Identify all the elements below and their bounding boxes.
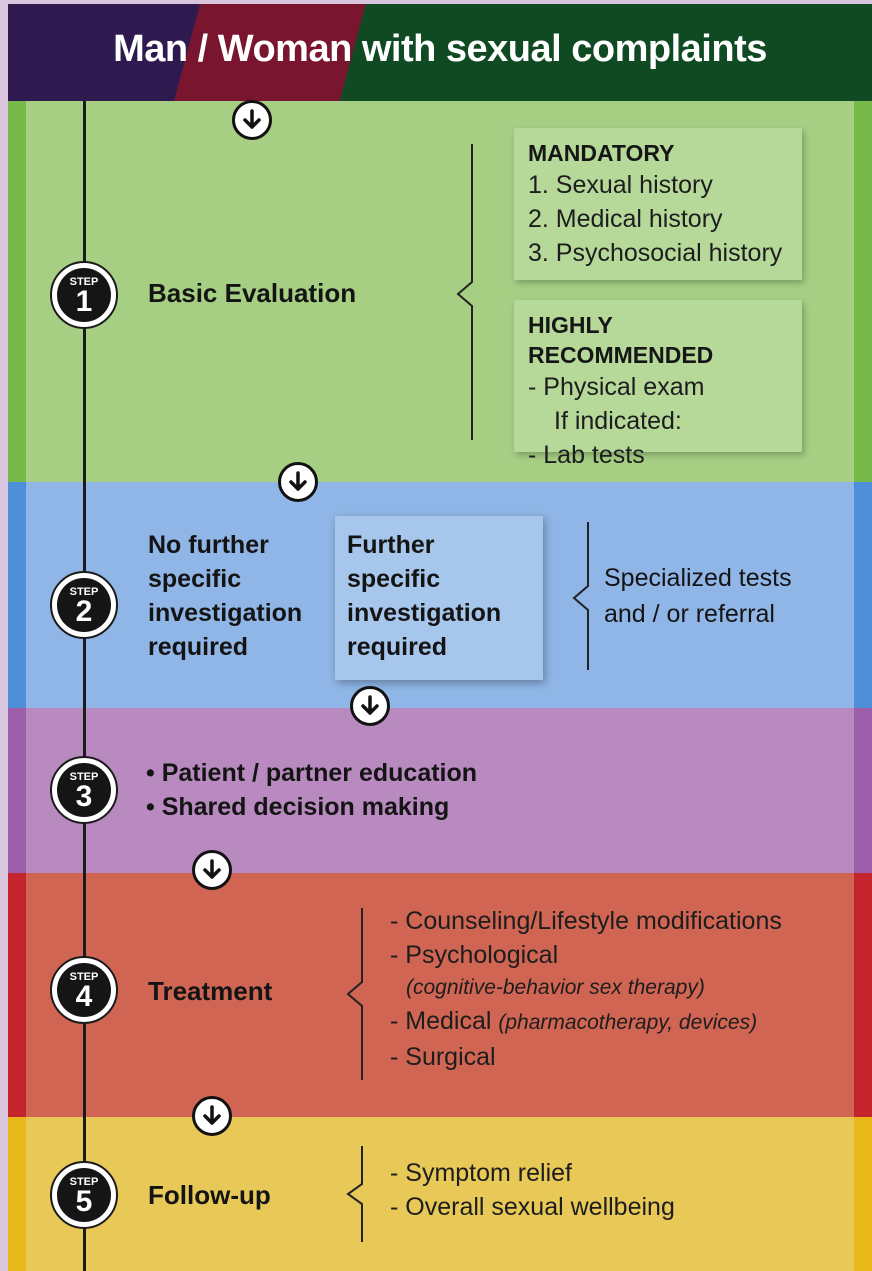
step-label: STEP — [69, 771, 99, 783]
recommended-heading: HIGHLY RECOMMENDED — [528, 312, 714, 368]
recommended-item: - Lab tests — [528, 441, 645, 469]
timeline-line — [83, 101, 86, 1271]
step-4-brace — [346, 908, 363, 1080]
step-5-band — [8, 1117, 872, 1271]
mandatory-heading: MANDATORY — [528, 140, 675, 166]
specialized-tests-text: Specialized tests and / or referral — [604, 564, 792, 628]
recommended-box: HIGHLY RECOMMENDED - Physical exam If in… — [514, 300, 802, 469]
step-number: 3 — [75, 780, 93, 813]
flowchart: Man / Woman with sexual complaints STEP … — [8, 4, 872, 1271]
step-number: 5 — [75, 1185, 93, 1218]
treatment-item: - Surgical — [390, 1043, 496, 1071]
option-further-investigation: Further specific investigation required — [335, 516, 543, 680]
step-3-bullets: • Patient / partner education • Shared d… — [146, 756, 477, 824]
step-label: STEP — [69, 276, 99, 288]
step-label: STEP — [69, 971, 99, 983]
follow-up-list: - Symptom relief - Overall sexual wellbe… — [390, 1156, 675, 1224]
treatment-note: (cognitive-behavior sex therapy) — [406, 976, 705, 999]
treatment-item: - Psychological — [390, 941, 559, 969]
arrow-down-icon — [350, 686, 390, 726]
arrow-down-icon — [232, 100, 272, 140]
arrow-down-icon — [192, 1096, 232, 1136]
step-4-band — [8, 873, 872, 1117]
step-5-brace — [346, 1146, 363, 1242]
step-3-band — [8, 708, 872, 873]
step-number: 4 — [75, 980, 93, 1013]
follow-up-item: - Overall sexual wellbeing — [390, 1193, 675, 1221]
step-1-brace — [456, 144, 473, 440]
step-4-title: Treatment — [148, 976, 273, 1006]
step-label: STEP — [69, 1176, 99, 1188]
arrow-down-icon — [192, 850, 232, 890]
step-label: STEP — [69, 586, 99, 598]
mandatory-item: 3. Psychosocial history — [528, 239, 783, 267]
bullet-item: • Patient / partner education — [146, 759, 478, 787]
follow-up-item: - Symptom relief — [390, 1159, 572, 1187]
step-2-brace — [572, 522, 589, 670]
page-title: Man / Woman with sexual complaints — [113, 28, 767, 70]
arrow-down-icon — [278, 462, 318, 502]
step-number: 1 — [75, 285, 93, 318]
step-5-badge: STEP 5 — [50, 1161, 118, 1229]
step-1-badge: STEP 1 — [50, 261, 118, 329]
step-number: 2 — [75, 595, 93, 628]
header-banner: Man / Woman with sexual complaints — [8, 4, 872, 101]
step-3-badge: STEP 3 — [50, 756, 118, 824]
treatment-item: - Medical (pharmacotherapy, devices) — [390, 1007, 758, 1035]
treatment-note: (pharmacotherapy, devices) — [498, 1011, 758, 1034]
recommended-condition: If indicated: — [554, 407, 682, 435]
treatment-item: - Counseling/Lifestyle modifications — [390, 907, 782, 935]
step-4-badge: STEP 4 — [50, 956, 118, 1024]
mandatory-item: 2. Medical history — [528, 205, 723, 233]
recommended-item: - Physical exam — [528, 373, 705, 401]
step-2-badge: STEP 2 — [50, 571, 118, 639]
mandatory-item: 1. Sexual history — [528, 171, 713, 199]
option-no-further-investigation: No further specific investigation requir… — [148, 531, 303, 661]
treatment-list: - Counseling/Lifestyle modifications - P… — [390, 904, 782, 1074]
step-5-title: Follow-up — [148, 1180, 271, 1210]
bullet-item: • Shared decision making — [146, 793, 450, 821]
step-1-title: Basic Evaluation — [148, 278, 357, 308]
mandatory-box: MANDATORY 1. Sexual history 2. Medical h… — [514, 128, 802, 280]
